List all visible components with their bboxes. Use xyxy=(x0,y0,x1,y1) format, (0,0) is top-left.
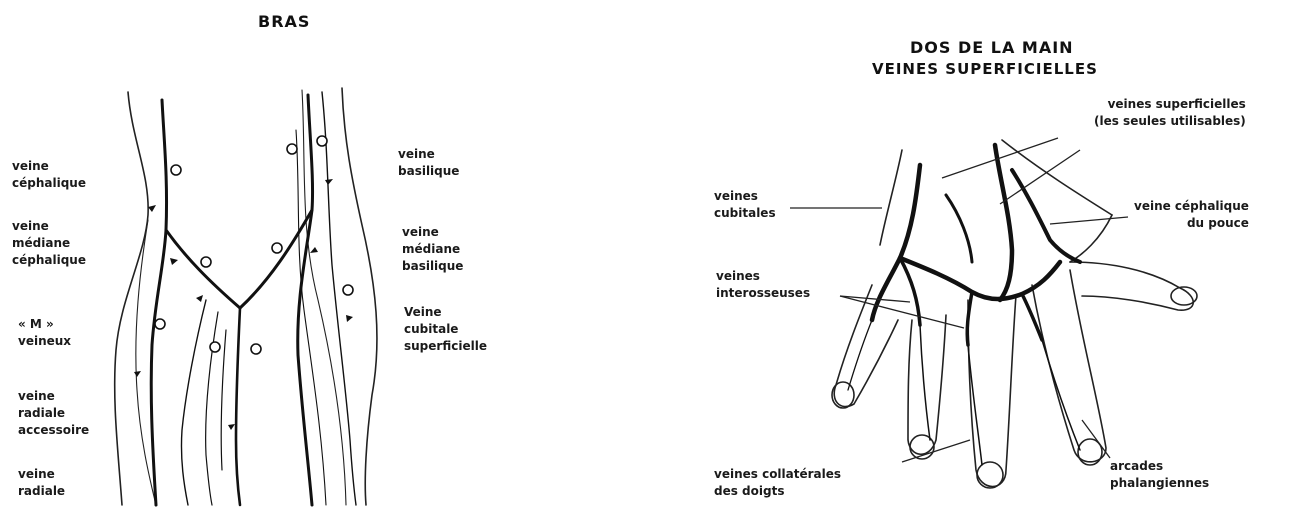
arm-illustration xyxy=(0,0,650,510)
collateral-veins xyxy=(848,320,1080,465)
vein-radiale-accessoire xyxy=(181,300,206,505)
label-veine-mediane-cephalique: veine médiane céphalique xyxy=(12,218,86,269)
vein-cubitale xyxy=(872,165,920,320)
bras-diagram: BRAS veine céphalique veine médiane céph… xyxy=(0,0,650,510)
bras-title: BRAS xyxy=(258,12,310,31)
vein-arcade xyxy=(900,258,1060,299)
finger-index xyxy=(1032,270,1106,462)
arrowhead xyxy=(228,424,235,430)
leader-superficielles-2 xyxy=(1000,150,1080,204)
marker-circle xyxy=(343,285,353,295)
vein-mediane-cephalique xyxy=(166,230,240,308)
label-veine-cephalique-pouce: veine céphalique du pouce xyxy=(1134,198,1249,232)
label-veine-mediane-basilique: veine médiane basilique xyxy=(402,224,463,275)
marker-circle xyxy=(210,342,220,352)
vein-mediane xyxy=(236,308,240,505)
vein-collaterale xyxy=(920,325,930,440)
label-veine-radiale-accessoire: veine radiale accessoire xyxy=(18,388,89,439)
label-m-veineux: « M » veineux xyxy=(18,316,71,350)
arrowhead xyxy=(148,205,156,212)
main-subtitle: VEINES SUPERFICIELLES xyxy=(872,60,1098,78)
arrowhead xyxy=(134,371,141,377)
finger-ring xyxy=(908,315,946,454)
label-veine-cubitale-superficielle: Veine cubitale superficielle xyxy=(404,304,487,355)
vein-basilique xyxy=(298,95,313,505)
label-veines-superficielles: veines superficielles (les seules utilis… xyxy=(1094,96,1246,130)
fingernail xyxy=(977,462,1003,488)
arrowhead xyxy=(325,179,333,185)
marker-circle xyxy=(317,136,327,146)
label-veine-radiale: veine radiale xyxy=(18,466,65,500)
marker-circle xyxy=(272,243,282,253)
vein-cubitale-superficielle xyxy=(322,92,356,505)
vein-interosseuse-1 xyxy=(900,258,920,325)
vein-central xyxy=(995,145,1012,300)
finger-middle xyxy=(968,295,1016,487)
marker-circle xyxy=(171,165,181,175)
vein-cephalique-pouce xyxy=(1012,170,1080,262)
label-veine-basilique: veine basilique xyxy=(398,146,459,180)
vein-thin-2 xyxy=(221,330,226,470)
leader-cephalique-pouce xyxy=(1050,217,1128,224)
vein-collaterale xyxy=(1042,340,1080,450)
label-veines-cubitales: veines cubitales xyxy=(714,188,776,222)
marker-circle xyxy=(251,344,261,354)
arm-outline-right xyxy=(342,88,377,505)
hand-outline xyxy=(832,140,1197,488)
marker-circle xyxy=(201,257,211,267)
label-veines-collaterales: veines collatérales des doigts xyxy=(714,466,841,500)
vein-carpal xyxy=(946,195,972,262)
leader-lines xyxy=(790,138,1128,462)
label-veine-cephalique: veine céphalique xyxy=(12,158,86,192)
fingernail xyxy=(832,382,854,408)
main-diagram: DOS DE LA MAIN VEINES SUPERFICIELLES vei… xyxy=(650,0,1301,510)
wrist-line-left xyxy=(880,150,902,245)
arrowhead xyxy=(170,258,178,265)
vein-collaterale xyxy=(968,345,982,465)
label-arcades-phalangiennes: arcades phalangiennes xyxy=(1110,458,1209,492)
main-title: DOS DE LA MAIN xyxy=(910,38,1074,57)
label-veines-interosseuses: veines interosseuses xyxy=(716,268,810,302)
arrowhead xyxy=(346,315,353,322)
arrowhead xyxy=(196,295,203,302)
marker-circle xyxy=(287,144,297,154)
marker-circle xyxy=(155,319,165,329)
vein-thin-1 xyxy=(206,312,218,505)
arrowhead xyxy=(310,247,318,253)
vein-cephalique xyxy=(151,100,166,505)
arm-inner-line-right xyxy=(302,90,346,505)
